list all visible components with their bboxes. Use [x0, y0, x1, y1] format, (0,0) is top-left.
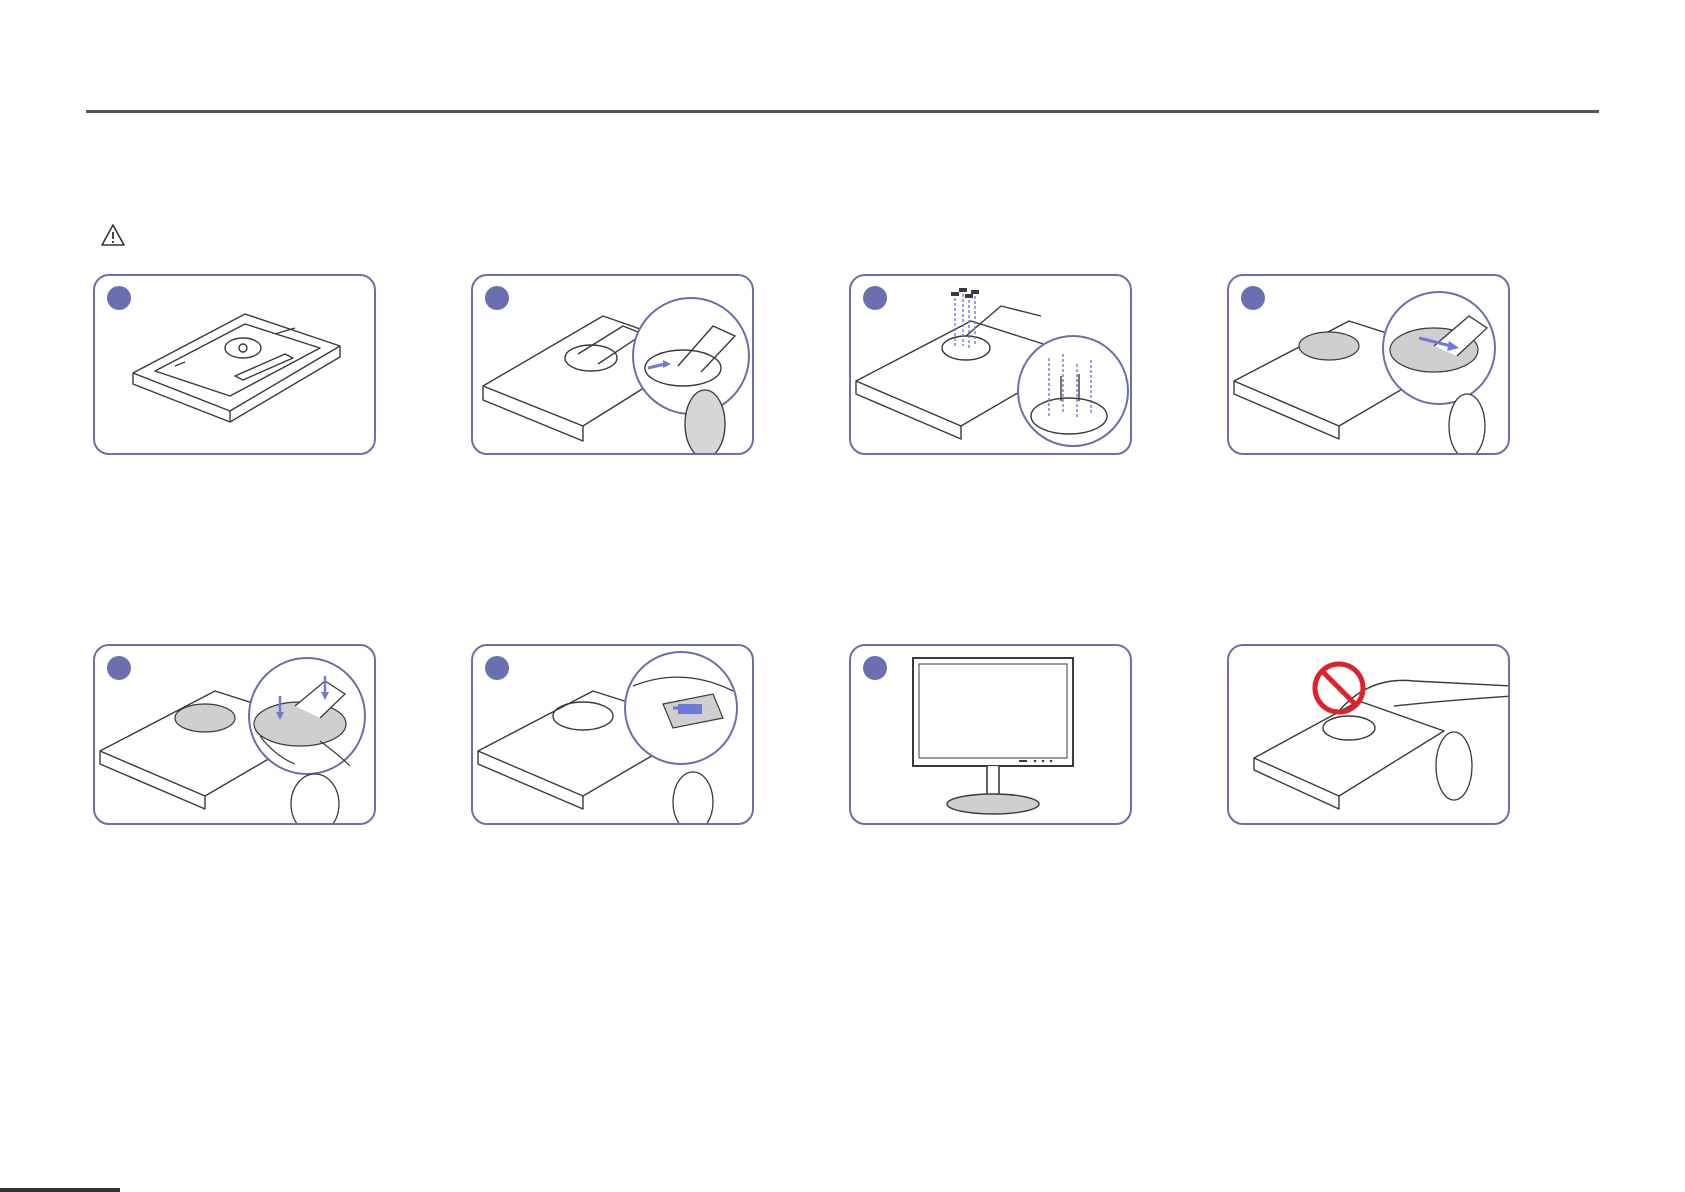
- warning-triangle-icon: [100, 223, 126, 247]
- warning-panel: [1227, 644, 1510, 825]
- screws-icon: [851, 276, 1132, 455]
- step-panel-7: [849, 644, 1132, 825]
- top-rule: [86, 110, 1599, 113]
- step-panel-3: [849, 274, 1132, 455]
- step-panel-6: [471, 644, 754, 825]
- monitor-upright-icon: [851, 646, 1132, 825]
- step-panel-2: [471, 274, 754, 455]
- lock-slide-icon: [473, 646, 754, 825]
- prohibited-icon: [1229, 646, 1510, 825]
- bottom-rule: [0, 1188, 120, 1192]
- step-panel-4: [1227, 274, 1510, 455]
- press-base-icon: [95, 646, 376, 825]
- step-panel-5: [93, 644, 376, 825]
- base-rotate-icon: [1229, 276, 1510, 455]
- step-panel-1: [93, 274, 376, 455]
- stand-attach-icon: [473, 276, 754, 455]
- monitor-face-down-icon: [95, 276, 376, 455]
